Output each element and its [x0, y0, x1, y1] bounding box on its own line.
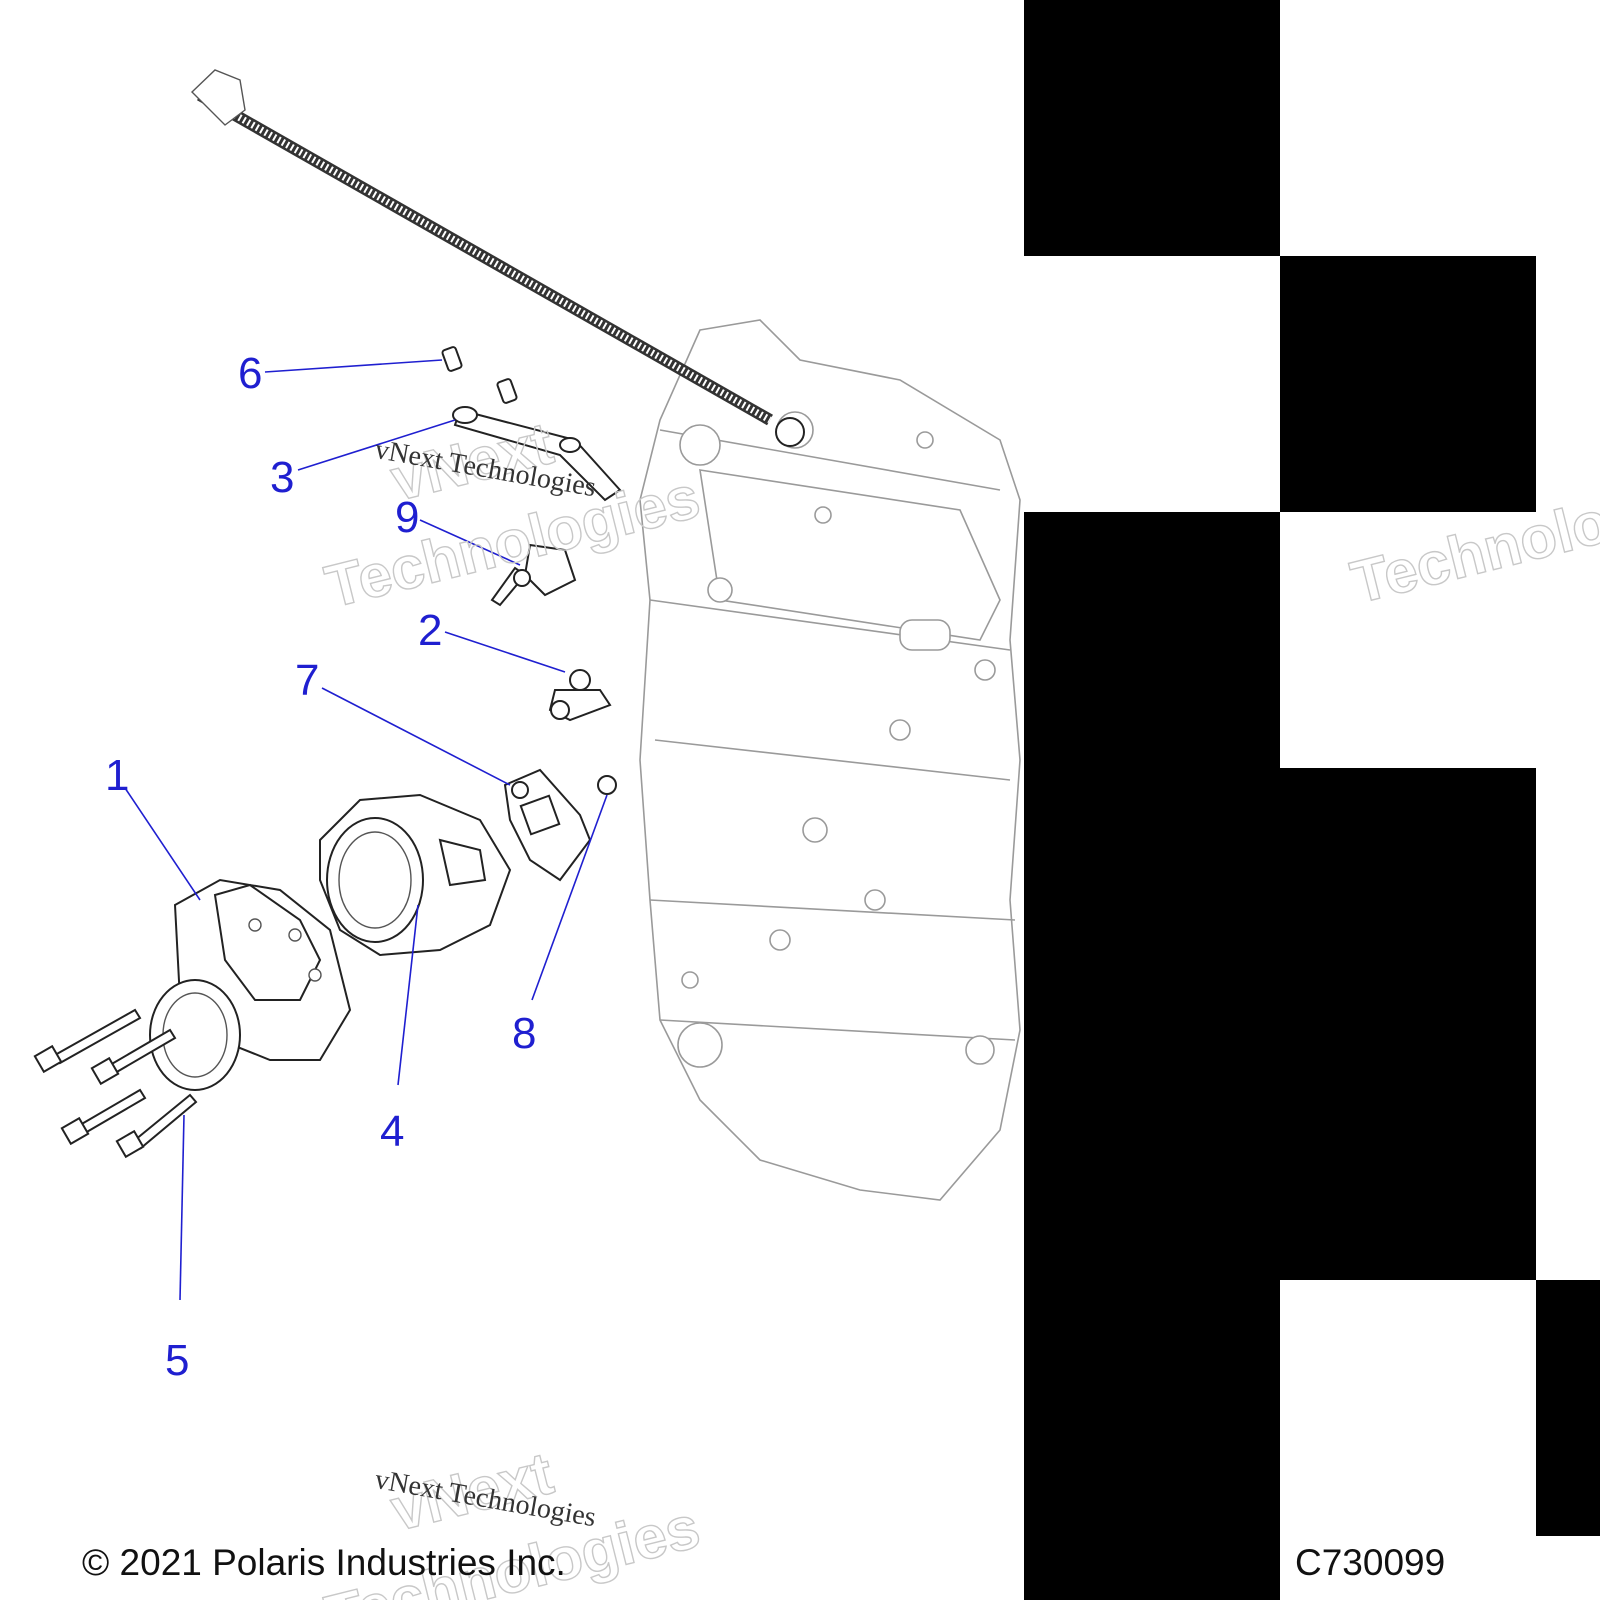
part-6-bolt — [441, 346, 518, 404]
diagram-code: C730099 — [1295, 1542, 1446, 1583]
part-1-throttle-body — [149, 878, 352, 1091]
part-8-screw — [597, 775, 617, 795]
callout-6: 6 — [238, 349, 262, 398]
callout-7: 7 — [295, 656, 319, 705]
redaction-block — [1280, 768, 1536, 1280]
callout-labels: 6 3 9 2 7 1 8 4 5 — [105, 349, 536, 1385]
part-2-position-sensor — [548, 669, 612, 722]
callout-3: 3 — [270, 453, 294, 502]
leader-lines — [124, 359, 608, 1301]
leader-line-7 — [321, 687, 511, 786]
redaction-block — [1024, 0, 1280, 256]
leader-line-5 — [179, 1114, 185, 1301]
callout-5: 5 — [165, 1336, 189, 1385]
callout-8: 8 — [512, 1009, 536, 1058]
leader-line-1 — [124, 787, 201, 901]
leader-line-4 — [397, 904, 419, 1086]
callout-2: 2 — [418, 606, 442, 655]
redaction-block — [1536, 1280, 1600, 1536]
redaction-blocks — [1024, 0, 1600, 1600]
redaction-block — [1024, 512, 1280, 1600]
engine-block — [639, 319, 1021, 1201]
sensor-wire-harness — [190, 69, 805, 447]
callout-4: 4 — [380, 1107, 404, 1156]
callout-1: 1 — [105, 751, 129, 800]
leader-line-3 — [297, 419, 456, 471]
copyright-text: © 2021 Polaris Industries Inc. — [82, 1542, 566, 1583]
leader-line-8 — [531, 794, 608, 1001]
part-7-map-sensor — [503, 768, 592, 882]
part-3-bracket — [452, 406, 622, 502]
redaction-block — [1280, 256, 1536, 512]
part-4-intake-adapter — [319, 793, 512, 957]
part-9-temperature-sensor — [490, 543, 577, 607]
leader-line-9 — [419, 519, 521, 566]
leader-line-2 — [444, 631, 566, 673]
part-5-bolts — [33, 1008, 198, 1159]
leader-line-6 — [264, 359, 443, 373]
callout-9: 9 — [395, 493, 419, 542]
